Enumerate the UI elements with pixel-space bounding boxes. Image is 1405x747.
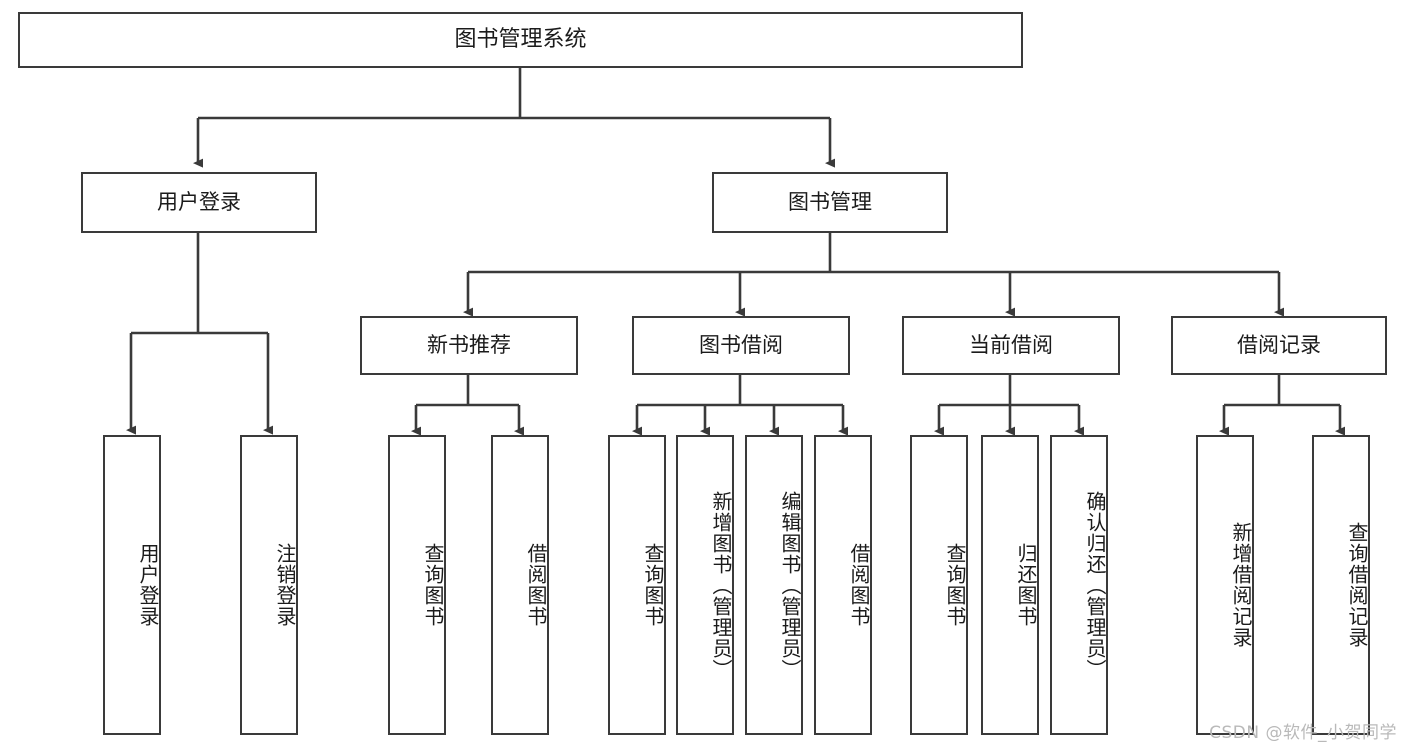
leaf-query-record[interactable]: 查询借阅记录 [1312, 435, 1370, 735]
leaf-user-login[interactable]: 用户登录 [103, 435, 161, 735]
leaf-label: 注销登录 [273, 543, 297, 627]
leaf-label: 查询图书 [641, 543, 665, 627]
leaf-query-book-3[interactable]: 查询图书 [910, 435, 968, 735]
leaf-label: 借阅图书 [524, 543, 548, 627]
leaf-label: 新增借阅记录 [1229, 522, 1253, 648]
leaf-add-book[interactable]: 新增图书（管理员） [676, 435, 734, 735]
leaf-label: 查询图书 [421, 543, 445, 627]
leaf-label: 归还图书 [1014, 543, 1038, 627]
leaf-label: 用户登录 [136, 543, 160, 627]
leaf-query-book-1[interactable]: 查询图书 [388, 435, 446, 735]
leaf-label: 新增图书（管理员） [709, 490, 733, 680]
csdn-watermark: CSDN @软件_小贺同学 [1209, 723, 1397, 743]
node-current-borrow[interactable]: 当前借阅 [902, 316, 1120, 375]
node-book-manage[interactable]: 图书管理 [712, 172, 948, 233]
leaf-query-book-2[interactable]: 查询图书 [608, 435, 666, 735]
leaf-label: 查询图书 [943, 543, 967, 627]
node-root-system[interactable]: 图书管理系统 [18, 12, 1023, 68]
leaf-confirm-return[interactable]: 确认归还（管理员） [1050, 435, 1108, 735]
leaf-borrow-book-1[interactable]: 借阅图书 [491, 435, 549, 735]
leaf-borrow-book-2[interactable]: 借阅图书 [814, 435, 872, 735]
node-book-borrow[interactable]: 图书借阅 [632, 316, 850, 375]
leaf-edit-book[interactable]: 编辑图书（管理员） [745, 435, 803, 735]
leaf-add-record[interactable]: 新增借阅记录 [1196, 435, 1254, 735]
node-borrow-record[interactable]: 借阅记录 [1171, 316, 1387, 375]
leaf-label: 确认归还（管理员） [1083, 490, 1107, 680]
node-new-book-recommend[interactable]: 新书推荐 [360, 316, 578, 375]
leaf-logout-login[interactable]: 注销登录 [240, 435, 298, 735]
node-user-login[interactable]: 用户登录 [81, 172, 317, 233]
leaf-label: 借阅图书 [847, 543, 871, 627]
leaf-label: 编辑图书（管理员） [778, 490, 802, 680]
leaf-label: 查询借阅记录 [1345, 522, 1369, 648]
leaf-return-book[interactable]: 归还图书 [981, 435, 1039, 735]
